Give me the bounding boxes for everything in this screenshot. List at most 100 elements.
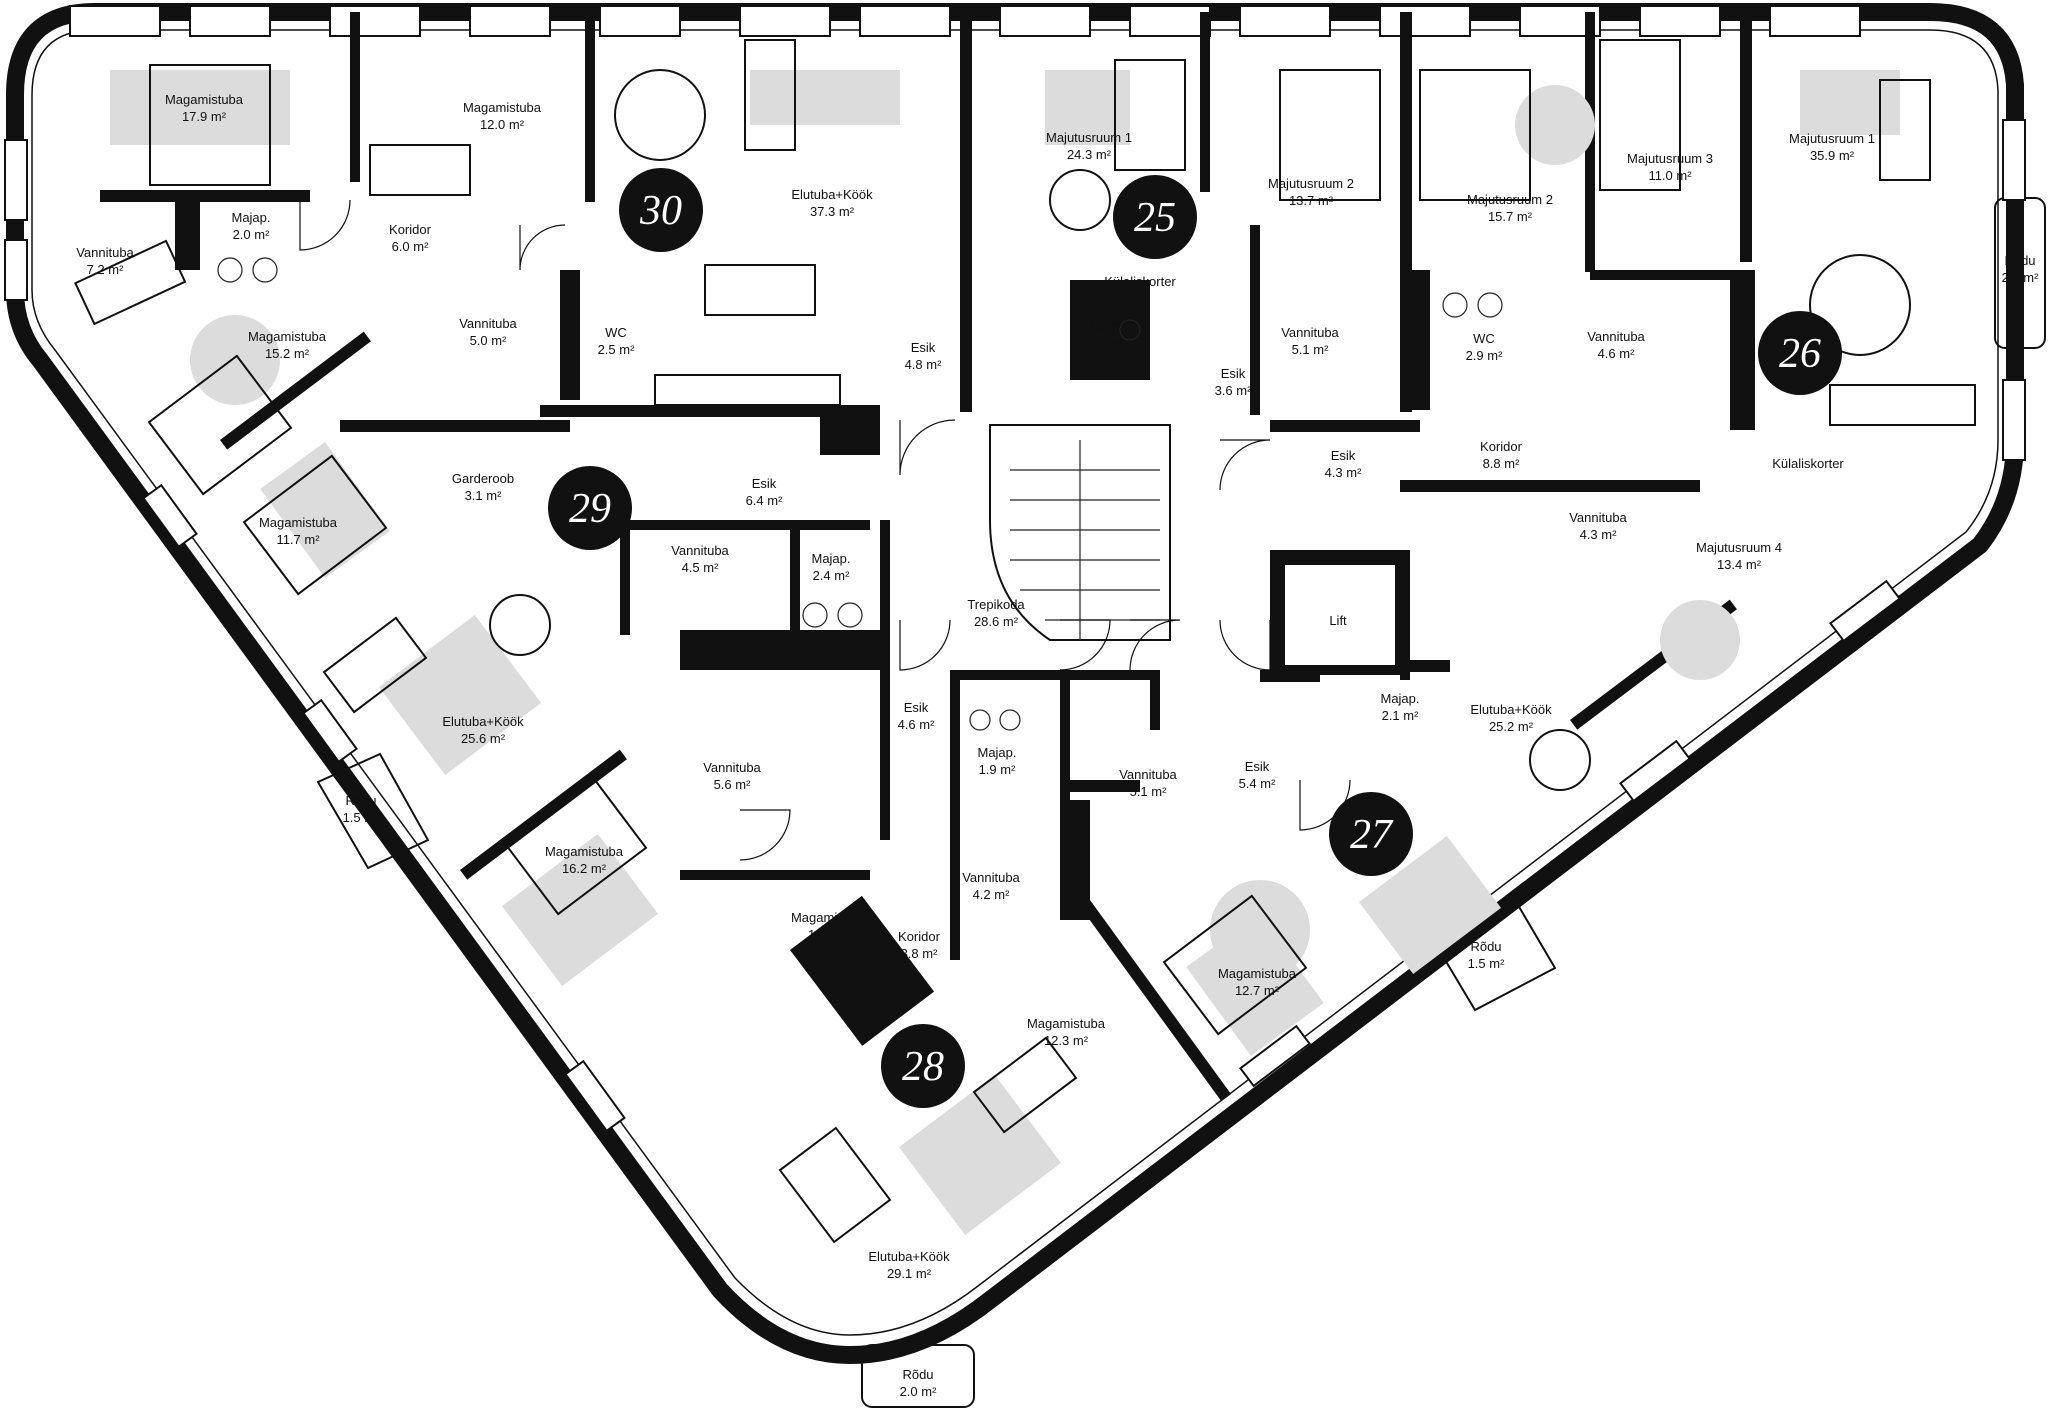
room-area: 12.0 m²: [480, 117, 525, 132]
outer-wall: [6, 3, 2024, 1364]
window: [1769, 5, 1861, 37]
room-area: 37.3 m²: [810, 204, 855, 219]
door-swing: [1219, 439, 1271, 491]
room-name: Magamistuba: [791, 910, 870, 925]
badge-circle: [1113, 175, 1197, 259]
room-label: Magamistuba 12.3 m²: [1027, 1016, 1106, 1048]
rug: [110, 70, 290, 145]
room-area: 12.7 m²: [1235, 983, 1280, 998]
room-label: Rõdu 1.5 m²: [343, 793, 381, 825]
room-label: Lift: [1329, 613, 1347, 628]
bed: [149, 64, 271, 186]
room-name: Vannituba: [459, 316, 517, 331]
rug: [1515, 85, 1595, 165]
apartment-badges: 30 25 26 29 27 28: [548, 168, 1842, 1108]
wall: [350, 12, 360, 182]
room-area: 15.7 m²: [1488, 209, 1533, 224]
wall: [1410, 270, 1430, 410]
room-name: Majap.: [811, 551, 850, 566]
room-area: 2.1 m²: [2002, 270, 2040, 285]
room-label: Koridor 6.0 m²: [389, 222, 432, 254]
room-name: Rõdu: [345, 793, 376, 808]
room-label: Esik 5.4 m²: [1239, 759, 1277, 791]
dining-table: [489, 594, 551, 656]
room-name: Esik: [1331, 448, 1356, 463]
window: [1639, 5, 1721, 37]
window: [2002, 379, 2026, 461]
room-label: Majap. 1.9 m²: [977, 745, 1016, 777]
wall: [1400, 480, 1700, 492]
wall: [880, 520, 890, 840]
wall: [560, 270, 580, 400]
room-name: Elutuba+Köök: [1470, 702, 1552, 717]
room-area: 11.7 m²: [276, 532, 320, 547]
kitchen-counter: [1829, 384, 1976, 426]
room-area: 1.6 m²: [1085, 335, 1123, 350]
sofa: [322, 616, 428, 714]
room-area: 4.3 m²: [1325, 465, 1363, 480]
bed: [1279, 69, 1381, 201]
room-area: 16.2 m²: [562, 861, 607, 876]
room-label: Majap. 2.0 m²: [231, 210, 270, 242]
rug: [1210, 880, 1310, 980]
wall: [1250, 225, 1260, 415]
window: [469, 5, 551, 37]
room-label: Vannituba 5.1 m²: [1281, 325, 1339, 357]
room-name: Külaliskorter: [1772, 456, 1844, 471]
room-label: Vannituba 4.5 m²: [671, 543, 729, 575]
apartment-badge-29: 29: [548, 466, 632, 550]
room-name: Esik: [904, 700, 929, 715]
room-label: Esik 4.6 m²: [898, 700, 936, 732]
room-name: Esik: [1245, 759, 1270, 774]
window: [1619, 739, 1691, 803]
room-area: 17.9 m²: [182, 109, 227, 124]
room-name: Majap.: [231, 210, 270, 225]
room-label: Magamistuba 16.2 m²: [545, 844, 624, 876]
kitchen-island: [704, 264, 816, 316]
room-name: Majap.: [977, 745, 1016, 760]
bed: [1419, 69, 1531, 201]
room-label: Koridor 8.8 m²: [1480, 439, 1523, 471]
room-name: Magamistuba: [248, 329, 327, 344]
apartment-number: 27: [1350, 812, 1394, 858]
room-area: 2.5 m²: [598, 342, 636, 357]
sofa: [972, 1036, 1078, 1134]
apartment-badge-30: 30: [619, 168, 703, 252]
window: [302, 698, 358, 764]
badge-circle: [548, 466, 632, 550]
room-name: Koridor: [389, 222, 432, 237]
room-labels: Magamistuba 17.9 m² Magamistuba 12.0 m² …: [76, 92, 2039, 1399]
room-area: 24.3 m²: [1067, 147, 1112, 162]
badge-circle: [1329, 792, 1413, 876]
window: [739, 5, 831, 37]
room-area: 5.1 m²: [1130, 784, 1168, 799]
room-area: 15.2 m²: [265, 346, 310, 361]
room-area: 11.0 m²: [1648, 168, 1692, 183]
sink: [217, 257, 243, 283]
room-name: Magamistuba: [463, 100, 542, 115]
room-label: Majutusruum 1 24.3 m²: [1046, 130, 1132, 162]
room-label: Majutusruum 2 15.7 m²: [1467, 192, 1553, 224]
wall: [1060, 800, 1090, 920]
room-area: 1.5 m²: [1468, 956, 1506, 971]
badge-circle: [881, 1024, 965, 1108]
room-name: Magamistuba: [1027, 1016, 1106, 1031]
doors: [299, 199, 1351, 861]
room-name: Vannituba: [703, 760, 761, 775]
room-label: Magamistuba 12.1 m²: [791, 910, 870, 942]
room-label: Esik 4.8 m²: [905, 340, 943, 372]
badge-circle: [1758, 311, 1842, 395]
window: [2002, 119, 2026, 201]
wall: [680, 870, 870, 880]
wall: [620, 520, 630, 635]
room-label: Majap. 1.6 m²: [1083, 318, 1122, 350]
sink: [1442, 292, 1468, 318]
lift-shaft: [1275, 555, 1405, 675]
room-area: 25.6 m²: [461, 731, 506, 746]
wall: [1070, 280, 1150, 380]
apartment-number: 30: [639, 188, 682, 234]
room-name: Rõdu: [1470, 939, 1501, 954]
room-label: Vannituba 5.6 m²: [703, 760, 761, 792]
wall: [1200, 12, 1210, 192]
